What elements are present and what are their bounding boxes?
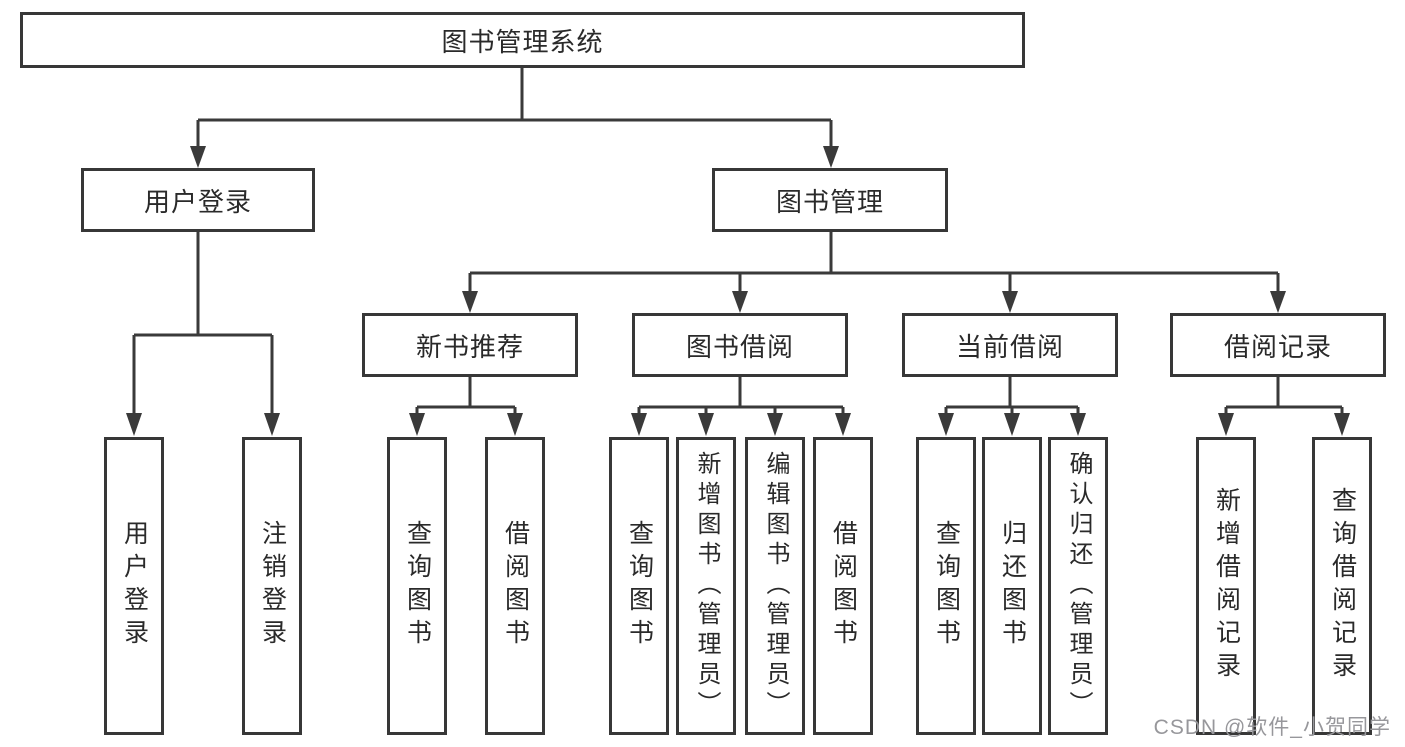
node-leaf-recommend-query-books-label: 查询图书 xyxy=(403,520,432,652)
node-leaf-return-books-label: 归还图书 xyxy=(998,520,1027,652)
node-leaf-add-books-admin: 新增图书（管理员） xyxy=(676,437,736,735)
connector-book-management-to-level3 xyxy=(462,232,1286,313)
connector-user-login-to-leaves xyxy=(126,232,280,436)
node-leaf-recommend-query-books: 查询图书 xyxy=(387,437,447,735)
node-current-borrow: 当前借阅 xyxy=(902,313,1118,377)
node-book-borrow-label: 图书借阅 xyxy=(685,331,794,362)
node-leaf-current-query-books: 查询图书 xyxy=(916,437,976,735)
node-root-library-management-system: 图书管理系统 xyxy=(20,12,1025,68)
connector-root-to-level2 xyxy=(190,68,839,168)
node-leaf-user-login-label: 用户登录 xyxy=(120,520,149,652)
node-new-book-recommend: 新书推荐 xyxy=(362,313,578,377)
node-leaf-current-query-books-label: 查询图书 xyxy=(932,520,961,652)
node-current-borrow-label: 当前借阅 xyxy=(955,331,1064,362)
node-book-management: 图书管理 xyxy=(712,168,948,232)
connector-new-book-recommend-to-leaves xyxy=(409,377,523,436)
node-root-label: 图书管理系统 xyxy=(441,26,604,57)
node-leaf-recommend-borrow-books-label: 借阅图书 xyxy=(501,520,530,652)
node-new-book-recommend-label: 新书推荐 xyxy=(415,331,524,362)
node-leaf-add-books-admin-label: 新增图书（管理员） xyxy=(693,451,720,721)
node-leaf-edit-books-admin-label: 编辑图书（管理员） xyxy=(762,451,789,721)
node-leaf-borrow-books-label: 借阅图书 xyxy=(829,520,858,652)
node-book-management-label: 图书管理 xyxy=(775,186,884,217)
connector-borrow-records-to-leaves xyxy=(1218,377,1350,436)
node-leaf-borrow-books: 借阅图书 xyxy=(813,437,873,735)
node-leaf-return-books: 归还图书 xyxy=(982,437,1042,735)
node-user-login: 用户登录 xyxy=(81,168,315,232)
node-leaf-user-login: 用户登录 xyxy=(104,437,164,735)
node-leaf-logout-label: 注销登录 xyxy=(258,520,287,652)
node-borrow-records: 借阅记录 xyxy=(1170,313,1386,377)
node-leaf-borrow-query-books: 查询图书 xyxy=(609,437,669,735)
node-user-login-label: 用户登录 xyxy=(143,186,252,217)
node-borrow-records-label: 借阅记录 xyxy=(1223,331,1332,362)
connector-current-borrow-to-leaves xyxy=(938,377,1086,436)
node-leaf-add-borrow-record: 新增借阅记录 xyxy=(1196,437,1256,735)
node-leaf-edit-books-admin: 编辑图书（管理员） xyxy=(745,437,805,735)
node-leaf-add-borrow-record-label: 新增借阅记录 xyxy=(1212,487,1241,685)
connector-book-borrow-to-leaves xyxy=(631,377,851,436)
node-leaf-logout: 注销登录 xyxy=(242,437,302,735)
node-book-borrow: 图书借阅 xyxy=(632,313,848,377)
node-leaf-borrow-query-books-label: 查询图书 xyxy=(625,520,654,652)
node-leaf-query-borrow-record-label: 查询借阅记录 xyxy=(1328,487,1357,685)
csdn-watermark: CSDN @软件_小贺同学 xyxy=(1153,716,1391,739)
node-leaf-recommend-borrow-books: 借阅图书 xyxy=(485,437,545,735)
node-leaf-query-borrow-record: 查询借阅记录 xyxy=(1312,437,1372,735)
node-leaf-confirm-return-admin: 确认归还（管理员） xyxy=(1048,437,1108,735)
node-leaf-confirm-return-admin-label: 确认归还（管理员） xyxy=(1065,451,1092,721)
